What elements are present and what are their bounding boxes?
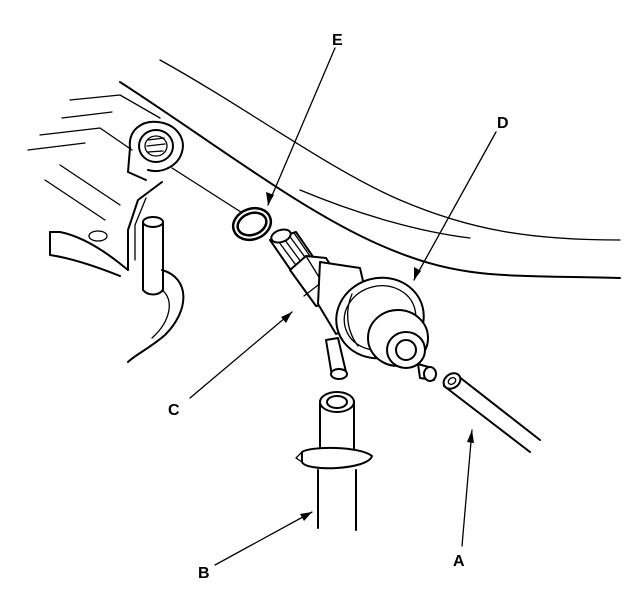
callout-e: E	[332, 32, 343, 49]
mounting-bracket	[27, 94, 185, 363]
leader-arrows	[189, 47, 497, 566]
background-housing	[119, 59, 621, 279]
dowel-post	[142, 216, 164, 296]
callout-c: C	[168, 402, 180, 419]
callout-b: B	[198, 565, 210, 582]
alignment-line	[171, 167, 245, 215]
hose-a	[442, 372, 541, 453]
callout-d: D	[497, 115, 509, 132]
callout-a: A	[453, 553, 465, 570]
o-ring	[231, 206, 273, 242]
threaded-boss	[127, 120, 184, 181]
valve-assembly	[269, 228, 437, 382]
hose-b	[295, 391, 373, 531]
